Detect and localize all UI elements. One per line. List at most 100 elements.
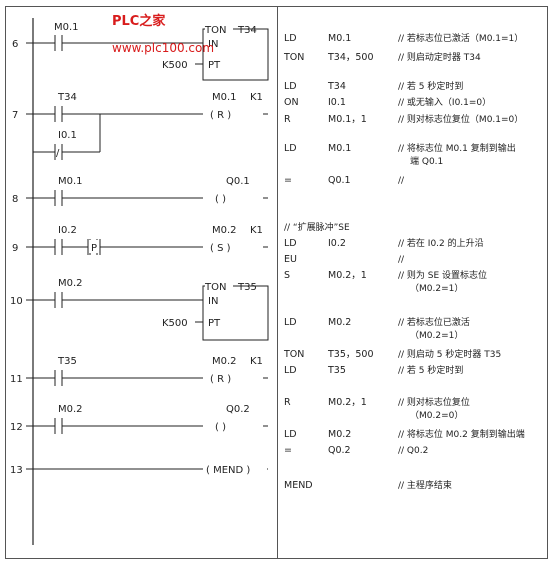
stl-comment-continued: 端 Q0.1 — [410, 155, 443, 167]
timer-address: T34 — [237, 25, 257, 36]
timer-preset: K500 — [162, 318, 188, 329]
contact-negation: / — [56, 148, 60, 159]
coil-count: K1 — [250, 225, 263, 236]
rung-number: 13 — [10, 465, 23, 476]
stl-comment: // Q0.2 — [398, 446, 428, 456]
coil-operand: Q0.2 — [226, 404, 250, 415]
stl-comment: // 将标志位 M0.2 复制到输出端 — [398, 428, 525, 440]
coil-count: K1 — [250, 356, 263, 367]
rung-number: 7 — [12, 110, 18, 121]
contact: M0.2 — [33, 278, 203, 308]
rung-10: 10 M0.2 TON T35 IN PT K500 — [10, 278, 269, 341]
timer-pt-label: PT — [208, 318, 221, 329]
coil-operand: Q0.1 — [226, 176, 250, 187]
stl-comment: // 若 5 秒定时到 — [398, 364, 463, 376]
stl-instruction: LD — [284, 429, 297, 440]
rung-12: 12 M0.2 Q0.2 ( ) — [10, 404, 268, 434]
stl-comment: // 主程序结束 — [398, 479, 452, 491]
contact-label: I0.1 — [58, 130, 77, 141]
stl-comment: // — [398, 255, 405, 265]
coil-reset: ( R ) — [210, 110, 231, 121]
watermark-brand: PLC之家 — [112, 13, 166, 29]
rung-6: 6 M0.1 TON T34 IN PT K500 PLC之家 www.plc1… — [12, 13, 269, 81]
coil-output: ( ) — [215, 194, 226, 205]
contact-nc: / I0.1 — [33, 114, 101, 160]
rung-number: 9 — [12, 243, 18, 254]
stl-comment: // 则启动定时器 T34 — [398, 51, 481, 63]
stl-instruction: EU — [284, 254, 297, 265]
timer-type: TON — [204, 282, 226, 293]
stl-instruction: LD — [284, 365, 297, 376]
stl-comment: // 则启动 5 秒定时器 T35 — [398, 348, 501, 360]
timer-pt-label: PT — [208, 60, 221, 71]
contact: T34 — [33, 92, 100, 122]
stl-instruction: S — [284, 270, 290, 281]
rung-7: 7 T34 / I0.1 M0.1 K1 ( R ) — [12, 92, 268, 160]
stl-operand: M0.2 — [328, 429, 351, 440]
rung-number: 10 — [10, 296, 23, 307]
stl-comment-continued: （M0.2=0） — [410, 410, 463, 421]
stl-instruction: LD — [284, 317, 297, 328]
rung-8: 8 M0.1 Q0.1 ( ) — [12, 176, 268, 206]
rung-9: 9 I0.2 P P M0.2 K1 ( S ) — [12, 225, 268, 255]
stl-instruction: ON — [284, 97, 299, 108]
contact: I0.2 — [33, 225, 90, 255]
stl-operand: M0.2，1 — [328, 270, 367, 281]
stl-comment: // 若标志位已激活（M0.1=1） — [398, 32, 523, 44]
stl-comment: // 若 5 秒定时到 — [398, 80, 463, 92]
contact-label: M0.2 — [58, 404, 83, 415]
coil-output: ( ) — [215, 422, 226, 433]
stl-instruction: MEND — [284, 480, 313, 491]
contact-label: M0.2 — [58, 278, 83, 289]
contact: M0.1 — [33, 22, 203, 51]
contact-label: T34 — [57, 92, 77, 103]
coil-operand: M0.2 — [212, 356, 237, 367]
stl-instruction: TON — [283, 349, 304, 360]
stl-section-comment: // “扩展脉冲”SE — [284, 221, 350, 233]
stl-operand: Q0.1 — [328, 175, 351, 186]
rung-number: 12 — [10, 422, 23, 433]
outer-frame — [5, 6, 548, 559]
stl-operand: T34 — [327, 81, 346, 92]
rung-number: 6 — [12, 39, 18, 50]
contact-label: M0.1 — [54, 22, 79, 33]
stl-comment: // 则对标志位复位 — [398, 396, 470, 408]
stl-instruction: R — [284, 397, 291, 408]
stl-operand: M0.1，1 — [328, 114, 367, 125]
timer-type: TON — [204, 25, 226, 36]
timer-in-label: IN — [208, 39, 218, 50]
coil-count: K1 — [250, 92, 263, 103]
timer-preset: K500 — [162, 60, 188, 71]
stl-instruction: LD — [284, 238, 297, 249]
stl-operand: T35，500 — [327, 349, 374, 360]
rung-number: 8 — [12, 194, 18, 205]
svg-text:P: P — [91, 243, 97, 254]
rung-number: 11 — [10, 374, 23, 385]
stl-instruction: LD — [284, 33, 297, 44]
rung-11: 11 T35 M0.2 K1 ( R ) — [10, 356, 268, 386]
stl-instruction: R — [284, 114, 291, 125]
timer-box: TON T34 IN PT K500 — [162, 25, 269, 81]
stl-comment: // 将标志位 M0.1 复制到输出 — [398, 142, 516, 154]
stl-instruction: TON — [283, 52, 304, 63]
stl-operand: M0.1 — [328, 33, 351, 44]
stl-instruction: = — [284, 445, 292, 456]
timer-in-label: IN — [208, 296, 218, 307]
stl-comment: // — [398, 176, 405, 186]
stl-comment: // 若标志位已激活 — [398, 316, 470, 328]
contact-label: I0.2 — [58, 225, 77, 236]
stl-instruction: = — [284, 175, 292, 186]
stl-comment-continued: （M0.2=1） — [410, 330, 463, 341]
stl-operand: M0.2，1 — [328, 397, 367, 408]
stl-operand: M0.1 — [328, 143, 351, 154]
stl-comment: // 或无输入（I0.1=0） — [398, 96, 491, 108]
stl-instruction: LD — [284, 143, 297, 154]
timer-address: T35 — [237, 282, 257, 293]
mend-coil: ( MEND ) — [206, 465, 250, 476]
rung-13: 13 ( MEND ) — [10, 462, 268, 476]
watermark-url: www.plc100.com — [112, 41, 214, 55]
stl-comment-continued: （M0.2=1） — [410, 283, 463, 294]
stl-operand: T34，500 — [327, 52, 374, 63]
stl-operand: I0.1 — [328, 97, 346, 108]
